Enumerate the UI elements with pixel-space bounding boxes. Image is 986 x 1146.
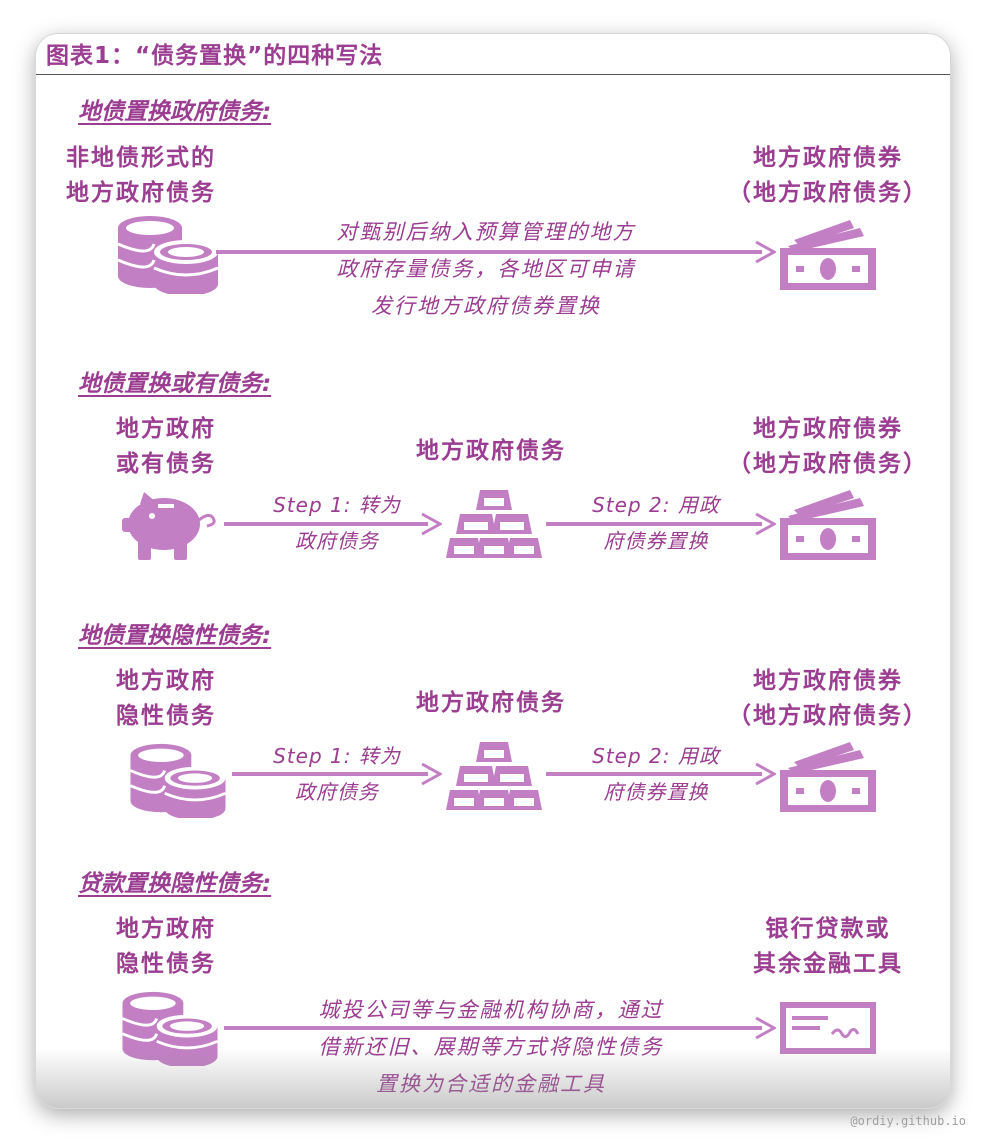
section-1-source-label: 非地债形式的 地方政府债务	[66, 145, 216, 206]
gold-bars-icon	[446, 742, 542, 810]
section-2-title: 地债置换或有债务:	[78, 371, 272, 397]
piggy-bank-icon	[122, 492, 216, 560]
check-icon	[780, 1002, 876, 1054]
section-4-target-label: 银行贷款或 其余金融工具	[753, 916, 903, 977]
title-divider	[36, 74, 950, 75]
section-2-target-label: 地方政府债券 （地方政府债务）	[728, 416, 928, 477]
arrow-icon	[546, 762, 776, 786]
coins-icon	[130, 743, 226, 818]
coins-icon	[122, 991, 218, 1066]
arrow-icon	[232, 762, 442, 786]
banknotes-icon	[780, 220, 876, 290]
section-3-title: 地债置换隐性债务:	[78, 623, 272, 649]
banknotes-icon	[780, 490, 876, 560]
section-3-middle-label: 地方政府债务	[416, 690, 566, 716]
section-4-source-label: 地方政府 隐性债务	[116, 916, 216, 977]
figure-title: 图表1：“债务置换”的四种写法	[46, 43, 384, 69]
banknotes-icon	[780, 742, 876, 812]
gold-bars-icon	[446, 490, 542, 558]
section-2-step-1: Step 1: 转为 政府债务	[273, 493, 401, 553]
watermark: @ordiy.github.io	[850, 1114, 966, 1128]
arrow-icon	[216, 240, 776, 264]
section-3-step-1: Step 1: 转为 政府债务	[273, 744, 401, 804]
figure-card: 图表1：“债务置换”的四种写法 地债置换政府债务: 非地债形式的 地方政府债务 …	[36, 34, 950, 1108]
section-4-note: 城投公司等与金融机构协商，通过 借新还旧、展期等方式将隐性债务 置换为合适的金融…	[318, 998, 664, 1096]
section-4-title: 贷款置换隐性债务:	[78, 871, 272, 897]
arrow-icon	[546, 512, 776, 536]
arrow-icon	[224, 512, 442, 536]
coins-icon	[118, 216, 218, 294]
section-1-note: 对甄别后纳入预算管理的地方 政府存量债务，各地区可申请 发行地方政府债券置换	[336, 220, 636, 318]
section-2-step-2: Step 2: 用政 府债券置换	[592, 493, 720, 553]
section-2-source-label: 地方政府 或有债务	[116, 416, 216, 477]
section-1-title: 地债置换政府债务:	[78, 99, 272, 125]
section-1-target-label: 地方政府债券 （地方政府债务）	[728, 145, 928, 206]
section-2-middle-label: 地方政府债务	[416, 438, 566, 464]
arrow-icon	[224, 1016, 776, 1040]
section-3-source-label: 地方政府 隐性债务	[116, 668, 216, 729]
section-3-step-2: Step 2: 用政 府债券置换	[592, 744, 720, 804]
section-3-target-label: 地方政府债券 （地方政府债务）	[728, 668, 928, 729]
